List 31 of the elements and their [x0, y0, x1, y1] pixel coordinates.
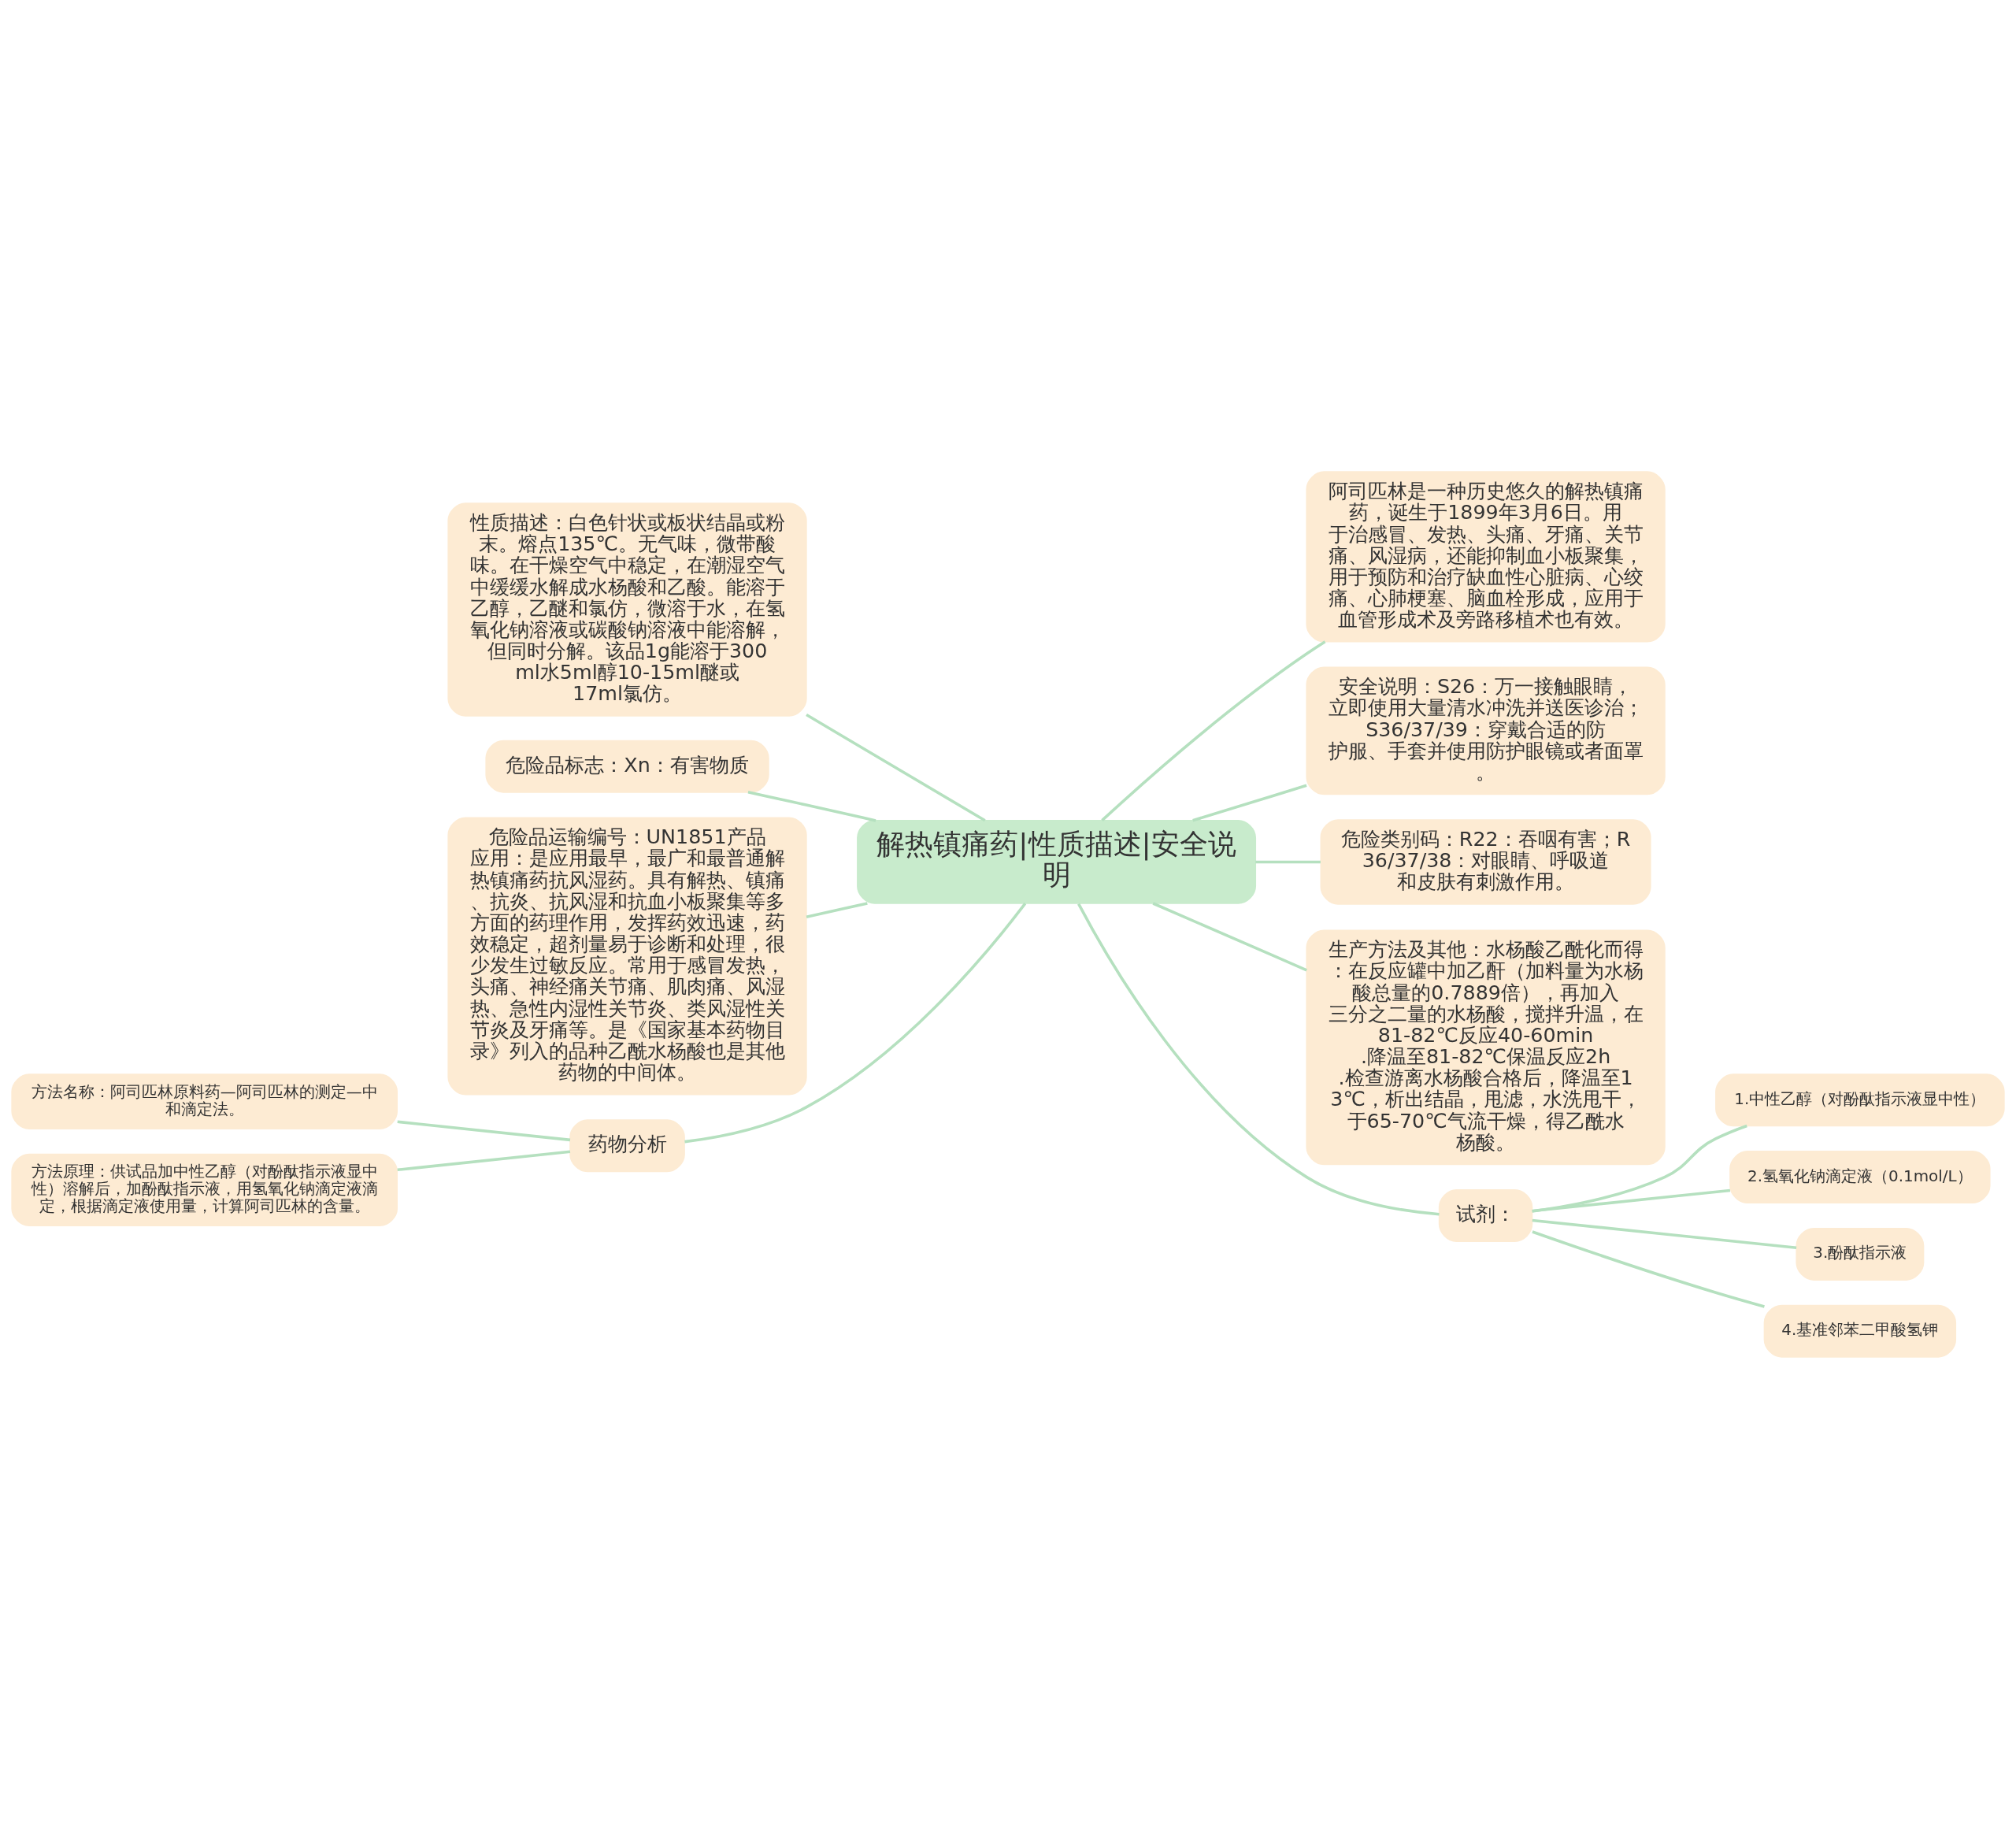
node-box: 药物分析	[569, 1118, 685, 1172]
node-box: 3.酚酞指示液	[1796, 1227, 1925, 1281]
node-box: 2.氢氧化钠滴定液（0.1mol/L）	[1729, 1150, 1991, 1203]
node-box: 方法原理：供试品加中性乙醇（对酚酞指示液显中性）溶解后，加酚酞指示液，用氢氧化钠滴定液滴定，根据滴定液使用量，计算阿司匹林的含量。	[11, 1153, 398, 1226]
node-box: 危险品运输编号：UN1851产品应用：是应用最早，最广和最普通解热镇痛药抗风湿药。具有解热、镇痛、抗炎、抗风湿和抗血小板聚集等多方面的药理作用，发挥药效迅速，药效稳定，超剂量易于诊断和处理，很少发生过敏反应。常用于感冒发热，头痛、神经痛关节痛、肌肉痛、风湿热、急性内湿性关节炎、类风湿性关节炎及牙痛等。是《国家基本药物目录》列入的品种乙酰水杨酸也是其他药物的中间体。	[447, 816, 807, 1095]
connector	[684, 902, 1027, 1143]
node-box: 安全说明：S26：万一接触眼睛，立即使用大量清水冲洗并送医诊治；S36/37/39：穿戴合适的防护服、手套并使用防护眼镜或者面罩。	[1306, 666, 1666, 795]
node-box: 性质描述：白色针状或板状结晶或粉末。熔点135℃。无气味，微带酸味。在干燥空气中稳定，在潮湿空气中缓缓水解成水杨酸和乙酸。能溶于乙醇，乙醚和氯仿，微溶于水，在氢氧化钠溶液或碳酸钠溶液中能溶解，但同时分解。该品1g能溶于300ml水5ml醇10-15ml醚或17ml氯仿。	[447, 502, 807, 717]
connector	[1532, 1188, 1731, 1212]
node-box: 解热镇痛药|性质描述|安全说明	[857, 819, 1257, 904]
connector	[1532, 1218, 1797, 1249]
connector	[1101, 640, 1326, 821]
node-box: 危险类别码：R22：吞咽有害；R36/37/38：对眼睛、呼吸道和皮肤有刺激作用。	[1320, 818, 1651, 905]
node-box: 试剂：	[1438, 1188, 1533, 1242]
connector	[1077, 903, 1440, 1215]
node-box: 阿司匹林是一种历史悠久的解热镇痛药，诞生于1899年3月6日。用于治感冒、发热、头痛、牙痛、关节痛、风湿病，还能抑制血小板聚集，用于预防和治疗缺血性心脏病、心绞痛、心肺梗塞、脑血栓形成，应用于血管形成术及旁路移植术也有效。	[1306, 470, 1666, 643]
connector	[1532, 1229, 1765, 1308]
connector	[1152, 901, 1307, 971]
connector	[1532, 1124, 1747, 1213]
node-box: 4.基准邻苯二甲酸氢钾	[1763, 1304, 1957, 1358]
node-box: 1.中性乙醇（对酚酞指示液显中性）	[1715, 1073, 2005, 1126]
connector	[806, 713, 986, 821]
connector	[806, 901, 868, 918]
connector	[397, 1119, 571, 1141]
connector	[397, 1149, 571, 1171]
node-box: 危险品标志：Xn：有害物质	[485, 740, 769, 793]
connector	[1192, 784, 1307, 821]
connector	[747, 790, 876, 822]
node-box: 方法名称：阿司匹林原料药—阿司匹林的测定—中和滴定法。	[11, 1073, 398, 1129]
connector	[1255, 860, 1321, 863]
node-box: 生产方法及其他：水杨酸乙酰化而得：在反应罐中加乙酐（加料量为水杨酸总量的0.7889倍），再加入三分之二量的水杨酸，搅拌升温，在81-82℃反应40-60min.降温至81-82℃保温反应2h.检查游离水杨酸合格后，降温至13℃，析出结晶，甩滤，水洗甩干，于65-70℃气流干燥，得乙酰水杨酸。	[1306, 929, 1666, 1165]
